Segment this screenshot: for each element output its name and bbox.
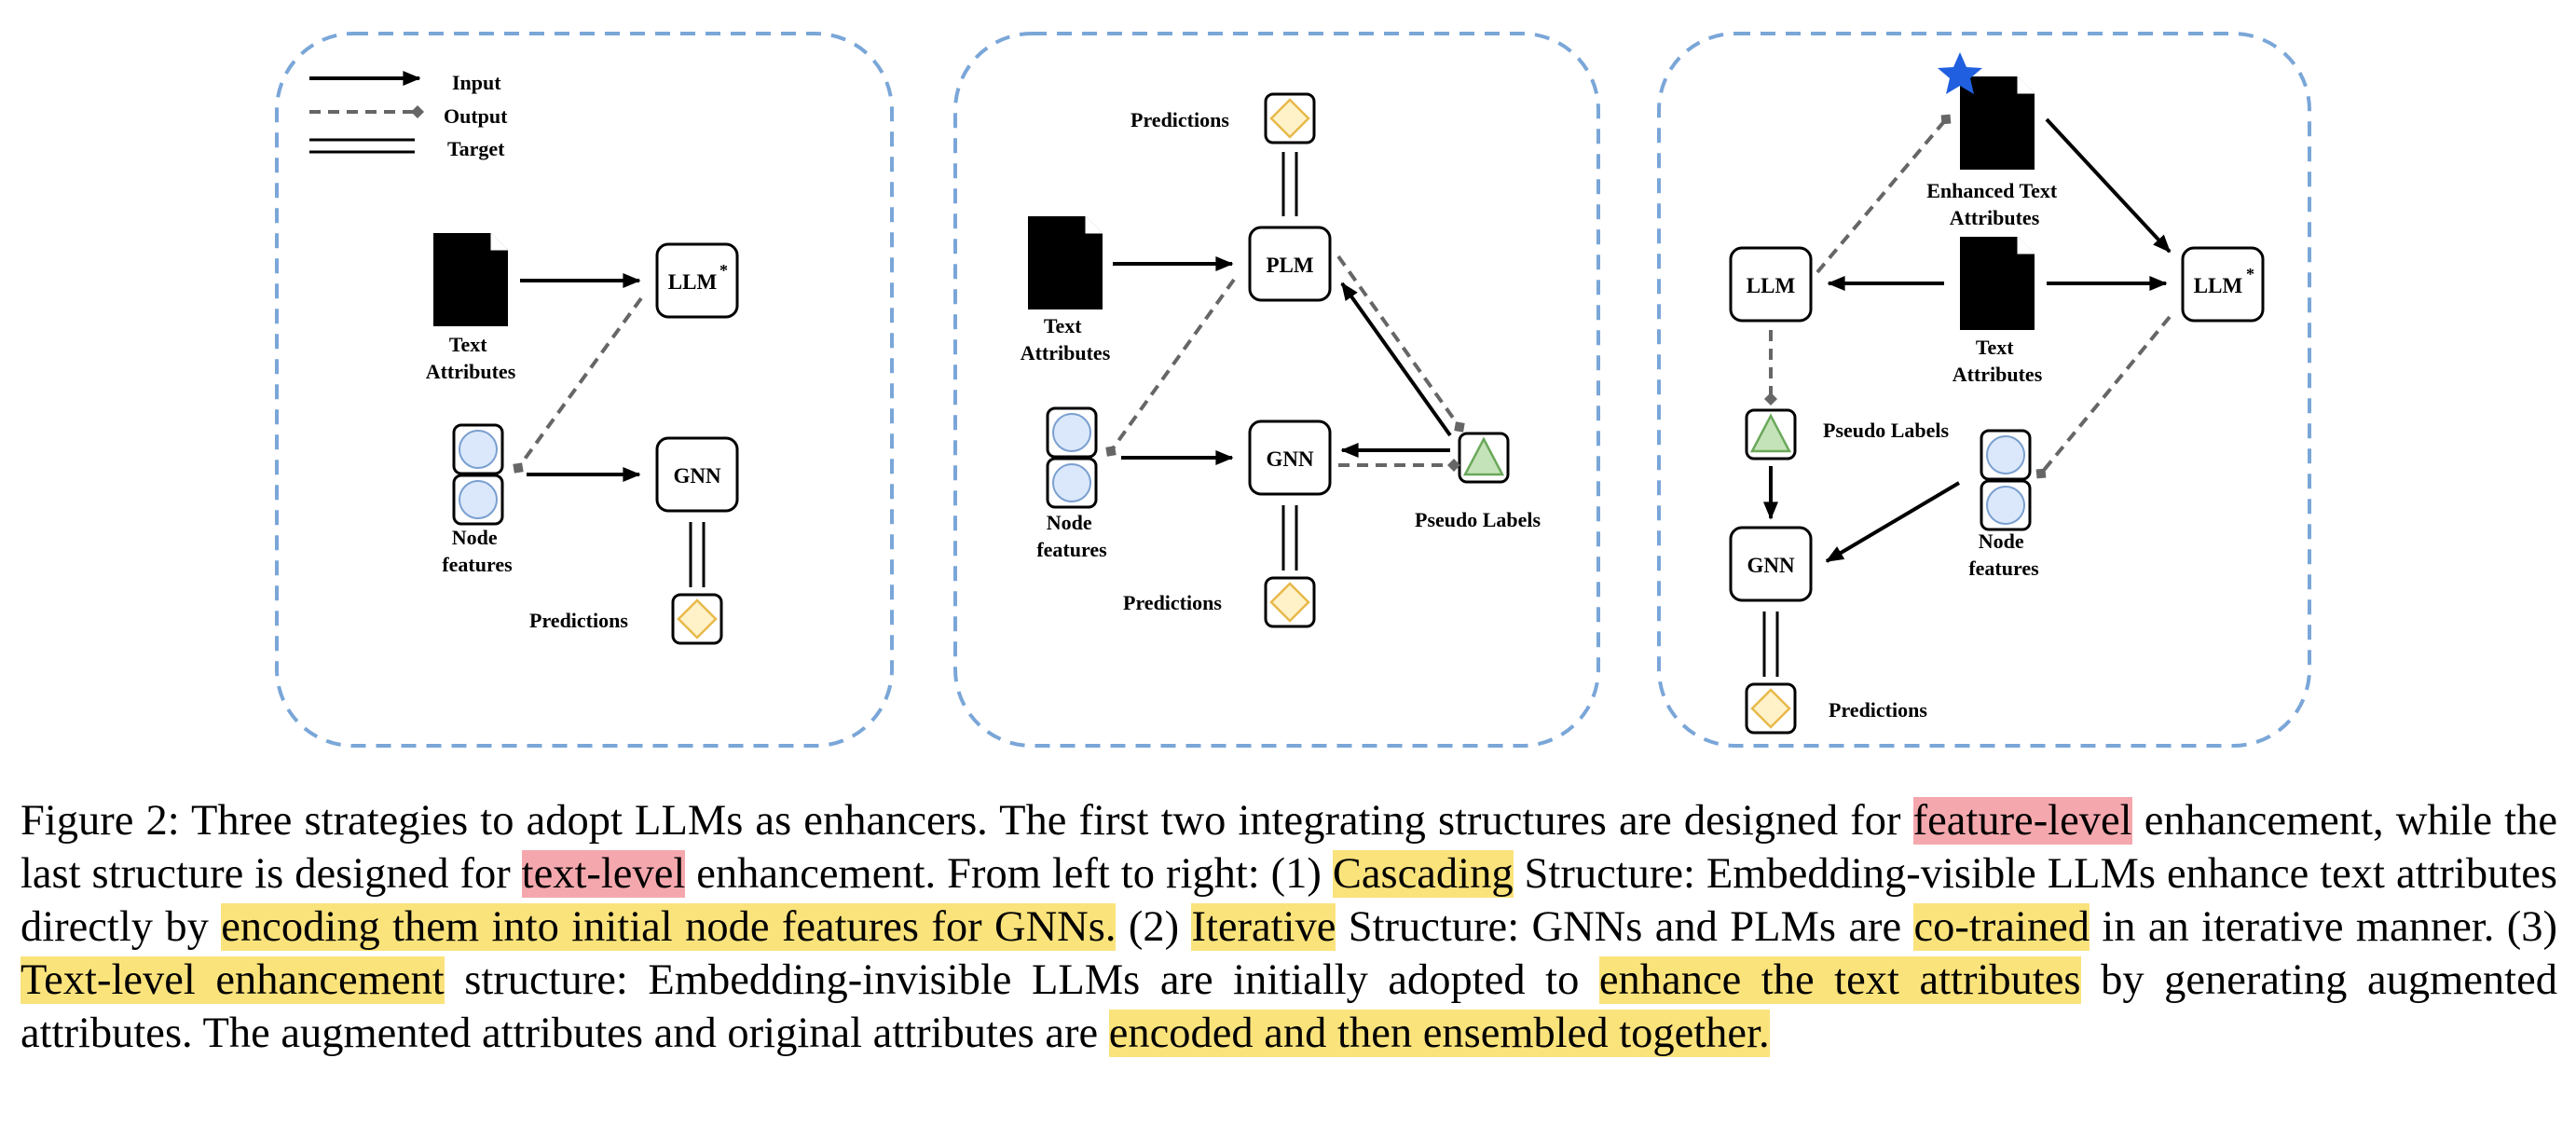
arrow-pseudo-to-plm <box>1340 282 1452 437</box>
llm-right-label: LLM <box>2194 274 2243 297</box>
gnn-label: GNN <box>673 464 721 488</box>
document-icon <box>1027 215 1103 310</box>
llm-right-box <box>2181 246 2265 323</box>
panel-border <box>953 32 1600 748</box>
legend-input-label: Input <box>452 71 501 94</box>
document-icon <box>1959 236 2035 331</box>
highlight-text-level-enhancement: Text-level enhancement <box>21 956 445 1004</box>
llm-right-star: * <box>2246 265 2254 283</box>
star-icon <box>1938 52 1982 94</box>
caption-text: structure: Embedding-invisible LLMs are … <box>444 956 1599 1004</box>
arrow-enhanced-to-llm-right <box>2045 117 2172 254</box>
node-features-label: Node features <box>442 526 513 576</box>
caption-text: by generating augmented attributes. The … <box>21 956 2557 1057</box>
plm-box <box>1248 226 1332 302</box>
figure-caption: Figure 2: Three strategies to adopt LLMs… <box>21 794 2557 1060</box>
legend-target-label: Target <box>447 137 505 160</box>
panel-cascading: Input Output Target Text Attributes LLM … <box>275 32 894 748</box>
panel-border <box>275 32 894 748</box>
caption-text: Structure: GNNs and PLMs are <box>1336 903 1914 951</box>
gnn-label: GNN <box>1266 447 1314 471</box>
node-features-icon <box>1980 429 2032 531</box>
enhanced-text-attributes-label: Enhanced Text Attributes <box>1926 179 2062 229</box>
text-attributes-label: Text Attributes <box>1021 314 1111 364</box>
llm-box <box>655 242 739 319</box>
caption-text: enhancement. From left to right: (1) <box>685 850 1333 898</box>
gnn-box <box>655 436 739 513</box>
predictions-label: Predictions <box>529 609 628 632</box>
pseudo-labels-label: Pseudo Labels <box>1415 508 1541 531</box>
output-llm-right-to-features <box>2035 315 2172 479</box>
output-llm-to-features <box>513 296 643 474</box>
text-attributes-label: Text Attributes <box>1953 336 2043 386</box>
strategies-diagram: Input Output Target Text Attributes LLM … <box>275 32 2311 748</box>
plm-label: PLM <box>1266 254 1313 277</box>
prediction-icon-top <box>1264 92 1316 144</box>
caption-text: in an iterative manner. (3) <box>2089 903 2557 951</box>
output-llm-left-to-enhanced <box>1816 114 1952 274</box>
highlight-encoding: encoding them into initial node features… <box>221 903 1117 951</box>
caption-text: (2) <box>1116 903 1192 951</box>
output-plm-to-features <box>1105 278 1236 457</box>
pseudo-label-icon <box>1745 408 1797 461</box>
predictions-label-bottom: Predictions <box>1123 591 1222 614</box>
predictions-label-top: Predictions <box>1130 108 1229 131</box>
gnn-box <box>1729 526 1813 602</box>
node-features-label: Node features <box>1968 529 2039 580</box>
llm-left-label: LLM <box>1747 274 1796 297</box>
legend-output-label: Output <box>444 104 508 128</box>
caption-text: Figure 2: Three strategies to adopt LLMs… <box>21 797 1913 845</box>
highlight-cascading: Cascading <box>1332 850 1514 898</box>
gnn-label: GNN <box>1747 554 1795 577</box>
llm-label: LLM <box>668 270 718 294</box>
caption-text: enhancement, while the last structure is… <box>21 797 2557 898</box>
panel-iterative: Predictions PLM Text Attributes Node fea… <box>953 32 1600 748</box>
output-plm-to-pseudo <box>1336 254 1465 433</box>
highlight-feature-level: feature-level <box>1912 797 2132 845</box>
node-features-label: Node features <box>1036 511 1107 561</box>
highlight-co-trained: co-trained <box>1913 903 2090 951</box>
llm-star: * <box>719 261 728 280</box>
prediction-icon <box>1745 682 1797 735</box>
arrow-features-to-gnn <box>1825 481 1961 563</box>
document-icon <box>432 232 509 327</box>
pseudo-labels-label: Pseudo Labels <box>1823 419 1950 442</box>
prediction-icon-bottom <box>1264 576 1316 628</box>
gnn-box <box>1248 419 1332 496</box>
panel-text-level: Enhanced Text Attributes LLM Text Attrib… <box>1657 32 2311 748</box>
highlight-text-level: text-level <box>521 850 686 898</box>
legend: Input Output Target <box>309 71 508 160</box>
highlight-iterative: Iterative <box>1191 903 1336 951</box>
caption-text: Structure: Embedding-visible LLMs enhanc… <box>21 850 2557 951</box>
llm-left-box <box>1729 246 1813 323</box>
highlight-encoded-ensembled: encoded and then ensembled together. <box>1108 1010 1770 1057</box>
text-attributes-label: Text Attributes <box>426 333 516 383</box>
predictions-label: Predictions <box>1829 698 1927 722</box>
node-features-icon <box>452 423 504 526</box>
pseudo-label-icon <box>1458 432 1510 484</box>
highlight-enhance-text: enhance the text attributes <box>1598 956 2081 1004</box>
panel-border <box>1657 32 2311 748</box>
node-features-icon <box>1046 406 1098 509</box>
prediction-icon <box>671 593 723 645</box>
